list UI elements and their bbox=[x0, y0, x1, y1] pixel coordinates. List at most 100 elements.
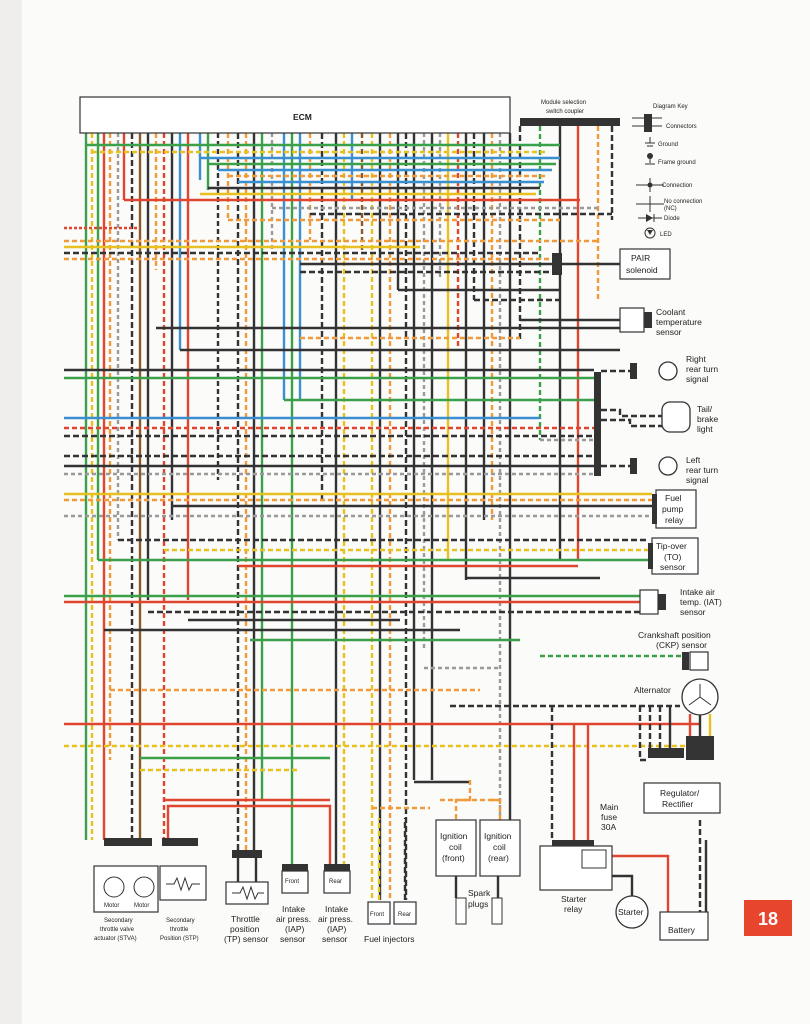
iat-label-2: temp. (IAT) bbox=[680, 597, 722, 607]
stva-label-2: throttle valve bbox=[100, 927, 135, 933]
rear-lights-connector bbox=[594, 372, 601, 476]
iap-front-label-1: Intake bbox=[282, 904, 305, 914]
key-diode: Diode bbox=[664, 216, 680, 222]
iat-sensor-body bbox=[639, 589, 659, 615]
key-ground: Ground bbox=[658, 142, 678, 148]
iap-rear-label-1: Intake bbox=[325, 904, 348, 914]
iat-label-3: sensor bbox=[680, 607, 706, 617]
coolant-label-3: sensor bbox=[656, 327, 682, 337]
tp-label-2: position bbox=[230, 924, 260, 934]
iap-rear-label-4: sensor bbox=[322, 934, 348, 944]
spark-plug-front-icon bbox=[455, 897, 467, 925]
tail-label-1: Tail/ bbox=[697, 404, 713, 414]
tp-label-3: (TP) sensor bbox=[224, 934, 269, 944]
iap-rear-label-2: air press. bbox=[318, 914, 353, 924]
fuel-pump-relay-box bbox=[655, 489, 697, 529]
iap-front-box bbox=[281, 870, 309, 894]
tp-label-1: Throttle bbox=[231, 914, 260, 924]
tip-over-label-3: sensor bbox=[660, 562, 686, 572]
spark-plugs: Spark plugs bbox=[455, 888, 503, 925]
iat-label-1: Intake air bbox=[680, 587, 715, 597]
alternator-label: Alternator bbox=[634, 685, 671, 695]
iat-sensor: Intake air temp. (IAT) sensor bbox=[639, 587, 722, 617]
main-fuse-icon bbox=[581, 849, 607, 869]
module-coupler-label-2: switch coupler bbox=[546, 109, 584, 115]
ckp-sensor: Crankshaft position (CKP) sensor bbox=[638, 630, 711, 671]
iap-front-label-4: sensor bbox=[280, 934, 306, 944]
coolant-sensor-body bbox=[619, 307, 645, 333]
motor-1-icon bbox=[103, 876, 125, 898]
key-connection: Connection bbox=[662, 183, 692, 189]
stp-label-3: Position (STP) bbox=[160, 936, 199, 942]
motor-2-label: Motor bbox=[134, 903, 149, 909]
ign-front-box bbox=[435, 819, 477, 877]
coolant-temp-sensor: Coolant temperature sensor bbox=[619, 307, 702, 337]
ignition-coil-front: Ignition coil (front) bbox=[435, 819, 477, 877]
fuel-pump-label-1: Fuel bbox=[665, 493, 682, 503]
pair-solenoid: PAIR solenoid bbox=[552, 248, 671, 280]
main-fuse-label-3: 30A bbox=[601, 822, 616, 832]
diode-icon bbox=[638, 214, 662, 222]
tail-label-2: brake bbox=[697, 414, 719, 424]
page-number: 18 bbox=[758, 909, 778, 929]
stp-sensor: Secondary throttle Position (STP) bbox=[159, 838, 207, 942]
ign-rear-label-3: (rear) bbox=[488, 853, 509, 863]
wire-134 bbox=[612, 854, 670, 912]
led-icon bbox=[644, 227, 656, 239]
wire-138 bbox=[454, 780, 472, 820]
page-number-bg bbox=[744, 900, 792, 936]
key-connectors: Connectors bbox=[666, 124, 697, 130]
stva-label-1: Secondary bbox=[104, 918, 133, 924]
fuel-injectors: Front Rear Fuel injectors bbox=[364, 901, 417, 944]
key-frame-ground: Frame ground bbox=[658, 160, 696, 166]
battery-label: Battery bbox=[668, 925, 696, 935]
left-turn-bulb-icon bbox=[658, 456, 678, 476]
starter-relay-label-2: relay bbox=[564, 904, 583, 914]
page-number-badge: 18 bbox=[744, 900, 792, 936]
ckp-label-1: Crankshaft position bbox=[638, 630, 711, 640]
iap-front-label-2: air press. bbox=[276, 914, 311, 924]
ign-front-label-2: coil bbox=[449, 842, 462, 852]
tp-sensor: Throttle position (TP) sensor bbox=[224, 850, 269, 944]
right-turn-label-2: rear turn bbox=[686, 364, 718, 374]
regulator-box bbox=[643, 782, 721, 814]
wire-122 bbox=[601, 418, 662, 428]
stva: Motor Motor Secondary throttle valve act… bbox=[93, 838, 159, 942]
starter-icon bbox=[615, 895, 649, 929]
wire-121 bbox=[601, 408, 662, 418]
fuel-pump-relay: Fuel pump relay bbox=[652, 489, 697, 529]
fuel-pump-label-2: pump bbox=[662, 504, 684, 514]
starter-relay: Main fuse 30A Starter relay bbox=[539, 802, 619, 914]
left-turn-signal: Left rear turn signal bbox=[630, 455, 718, 485]
motor-1-label: Motor bbox=[104, 903, 119, 909]
tail-label-3: light bbox=[697, 424, 713, 434]
connectors-icon bbox=[644, 114, 652, 132]
tp-sensor-box bbox=[225, 881, 269, 905]
ign-rear-label-2: coil bbox=[493, 842, 506, 852]
battery-box bbox=[659, 911, 709, 941]
spark-plug-rear-icon bbox=[491, 897, 503, 925]
ign-front-label-1: Ignition bbox=[440, 831, 468, 841]
iap-rear-label-3: (IAP) bbox=[327, 924, 347, 934]
ignition-coil-rear: Ignition coil (rear) bbox=[479, 819, 521, 877]
ecm-box bbox=[79, 96, 511, 134]
pair-label-1: PAIR bbox=[631, 253, 650, 263]
module-selection-coupler: Module selection switch coupler bbox=[520, 100, 620, 126]
injector-front-box bbox=[367, 901, 391, 925]
tail-brake-light: Tail/ brake light bbox=[661, 401, 719, 434]
starter-relay-label-1: Starter bbox=[561, 894, 587, 904]
spark-label-2: plugs bbox=[468, 899, 488, 909]
ign-rear-label-1: Ignition bbox=[484, 831, 512, 841]
ecm-unit: ECM bbox=[79, 96, 511, 134]
fuel-injectors-label: Fuel injectors bbox=[364, 934, 415, 944]
iap-sensor-front: Front Intake air press. (IAP) sensor bbox=[276, 864, 311, 944]
ckp-label-2: (CKP) sensor bbox=[656, 640, 707, 650]
iap-rear-tag: Rear bbox=[329, 879, 342, 885]
motor-2-icon bbox=[133, 876, 155, 898]
battery: Battery bbox=[659, 911, 709, 941]
diagram-key: Diagram Key Connectors Ground Frame grou… bbox=[632, 104, 702, 239]
coolant-label-1: Coolant bbox=[656, 307, 686, 317]
injector-rear-box bbox=[393, 901, 417, 925]
